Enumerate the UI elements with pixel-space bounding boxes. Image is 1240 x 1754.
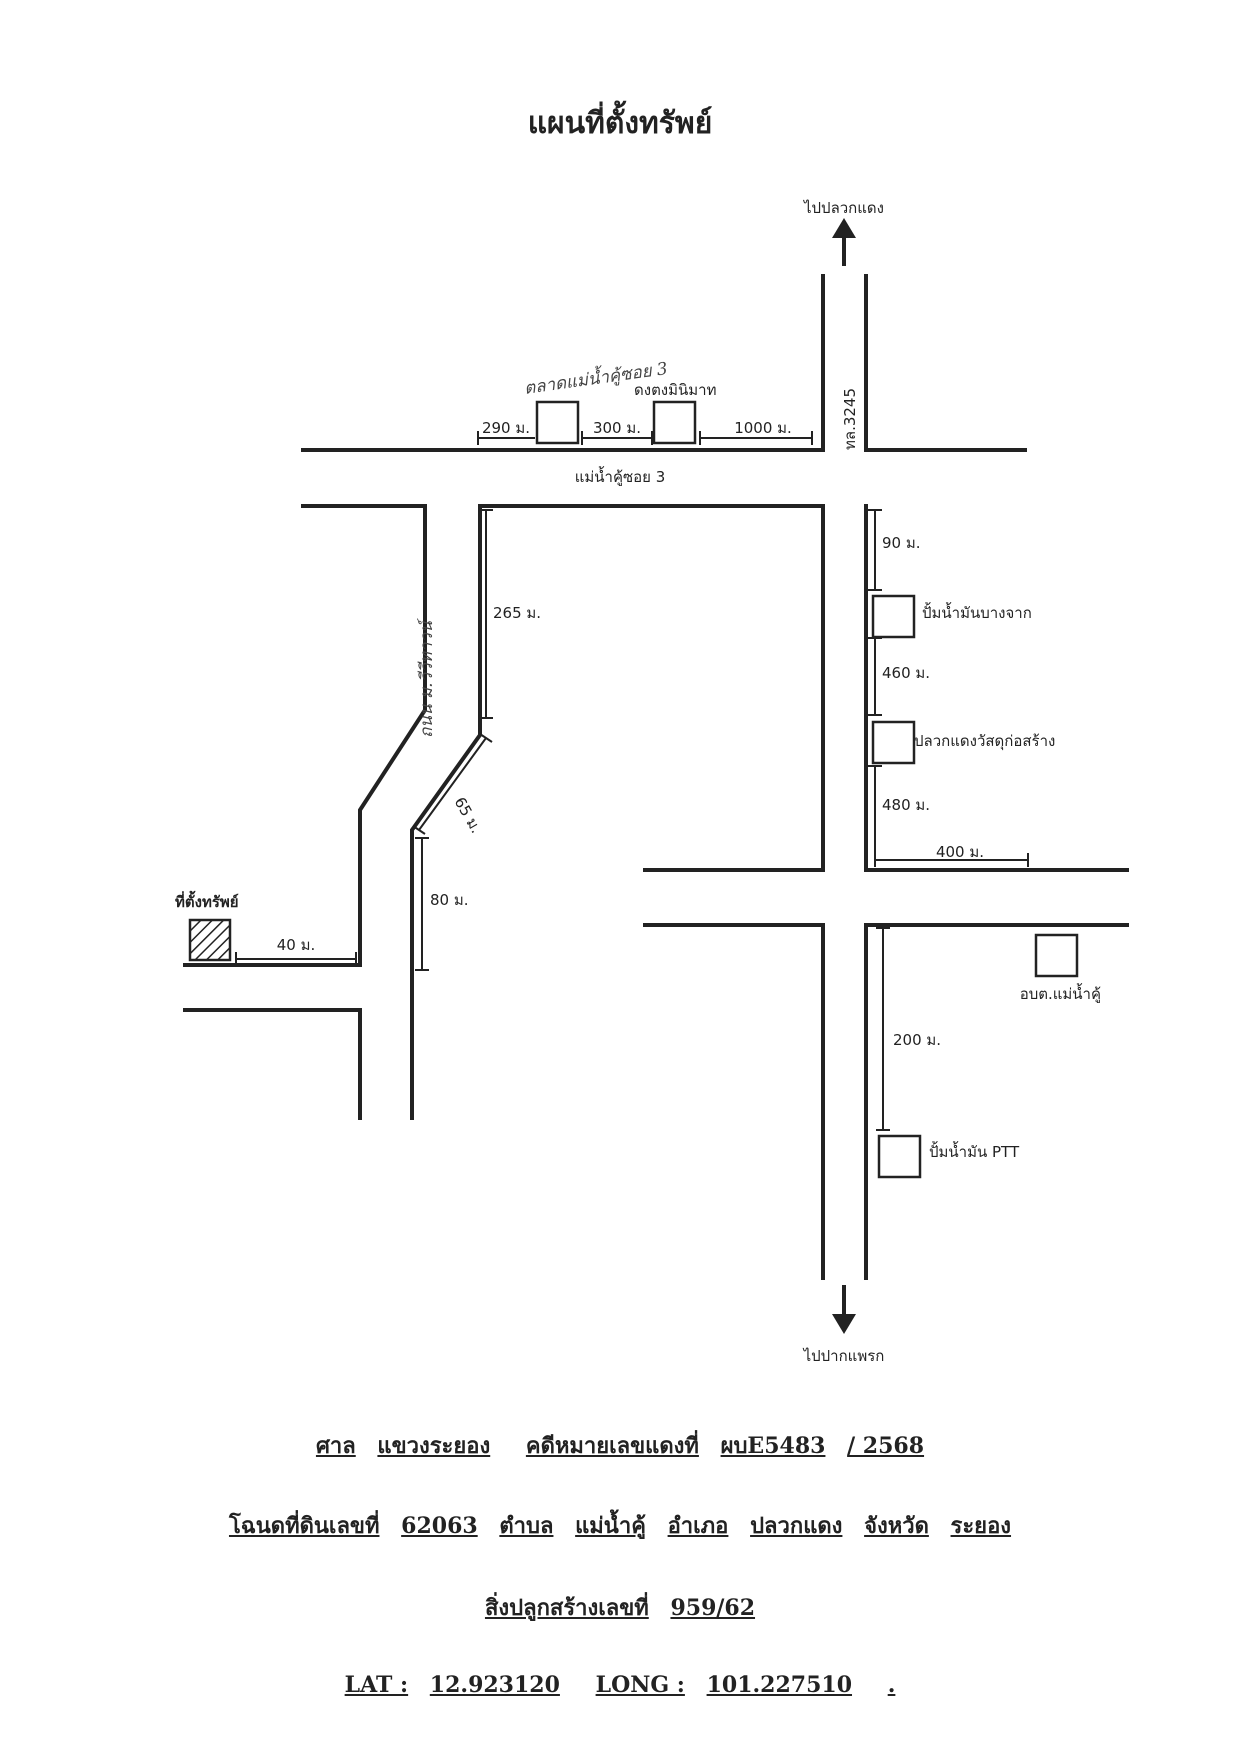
building-label: สิ่งปลูกสร้างเลขที่ bbox=[484, 1595, 649, 1621]
distance-480: 480 ม. bbox=[882, 796, 930, 814]
arrow-up-icon bbox=[832, 218, 856, 266]
subdistrict-value: แม่น้ำคู้ bbox=[575, 1513, 646, 1539]
distance-290: 290 ม. bbox=[482, 419, 530, 437]
case-number: ผบE5483 bbox=[720, 1433, 826, 1459]
court-label: ศาล bbox=[315, 1433, 356, 1459]
measure-top bbox=[477, 431, 813, 445]
building-number: 959/62 bbox=[670, 1595, 756, 1621]
case-label: คดีหมายเลขแดงที่ bbox=[525, 1433, 699, 1459]
gas-ptt-label: ปั้มน้ำมัน PTT bbox=[929, 1141, 1020, 1161]
minimart-marker bbox=[652, 400, 697, 445]
side-road-handwritten-label: ถนน ม.วีวีทาวน์ bbox=[417, 617, 437, 738]
distance-40: 40 ม. bbox=[277, 936, 316, 954]
distance-460: 460 ม. bbox=[882, 664, 930, 682]
distance-1000: 1000 ม. bbox=[734, 419, 792, 437]
coords-end: . bbox=[887, 1672, 896, 1698]
location-map: ไปปลวกแดง ไปปากแพรก แม่น้ำคู้ซอย 3 ทล.32… bbox=[175, 199, 1129, 1365]
measure-right bbox=[868, 509, 1029, 1131]
arrow-down-icon bbox=[832, 1285, 856, 1334]
distance-265: 265 ม. bbox=[493, 604, 541, 622]
property-marker bbox=[188, 918, 232, 962]
case-year: / 2568 bbox=[847, 1433, 925, 1459]
minimart-label: ดงตงมินิมาท bbox=[634, 381, 716, 399]
coordinates-line: LAT : 12.923120 LONG : 101.227510 . bbox=[0, 1672, 1240, 1698]
subdistrict-label: ตำบล bbox=[499, 1513, 554, 1539]
distance-80: 80 ม. bbox=[430, 891, 469, 909]
soi-road-label: แม่น้ำคู้ซอย 3 bbox=[575, 466, 666, 486]
gas-bangchak-label: ปั้มน้ำมันบางจาก bbox=[922, 602, 1032, 622]
deed-label: โฉนดที่ดินเลขที่ bbox=[228, 1513, 380, 1539]
distance-65: 65 ม. bbox=[451, 794, 486, 836]
sao-office-marker bbox=[1034, 933, 1079, 978]
case-line: ศาล แขวงระยอง คดีหมายเลขแดงที่ ผบE5483 /… bbox=[0, 1428, 1240, 1463]
lat-value: 12.923120 bbox=[429, 1672, 560, 1698]
distance-90: 90 ม. bbox=[882, 534, 921, 552]
building-supply-label: ปลวกแดงวัสดุก่อสร้าง bbox=[914, 732, 1055, 751]
direction-north-label: ไปปลวกแดง bbox=[803, 199, 884, 217]
direction-south-label: ไปปากแพรก bbox=[803, 1347, 885, 1365]
lat-label: LAT : bbox=[344, 1672, 409, 1698]
province-value: ระยอง bbox=[950, 1513, 1012, 1539]
distance-300: 300 ม. bbox=[593, 419, 641, 437]
district-value: ปลวกแดง bbox=[750, 1513, 843, 1539]
deed-number: 62063 bbox=[401, 1513, 478, 1539]
building-supply-marker bbox=[871, 720, 916, 765]
distance-400: 400 ม. bbox=[936, 843, 984, 861]
deed-line: โฉนดที่ดินเลขที่ 62063 ตำบล แม่น้ำคู้ อำ… bbox=[0, 1508, 1240, 1543]
gas-ptt-marker bbox=[877, 1134, 922, 1179]
district-label: อำเภอ bbox=[667, 1513, 729, 1539]
distance-200: 200 ม. bbox=[893, 1031, 941, 1049]
page-title: แผนที่ตั้งทรัพย์ bbox=[527, 106, 713, 141]
market-marker bbox=[535, 400, 580, 445]
road-lines bbox=[183, 274, 1129, 1280]
property-label: ที่ตั้งทรัพย์ bbox=[175, 890, 239, 911]
long-label: LONG : bbox=[595, 1672, 685, 1698]
gas-bangchak-marker bbox=[871, 594, 916, 639]
court-name: แขวงระยอง bbox=[377, 1433, 491, 1459]
long-value: 101.227510 bbox=[706, 1672, 853, 1698]
sao-office-label: อบต.แม่น้ำคู้ bbox=[1020, 983, 1101, 1003]
measure-middle bbox=[235, 509, 493, 971]
building-line: สิ่งปลูกสร้างเลขที่ 959/62 bbox=[0, 1590, 1240, 1625]
province-label: จังหวัด bbox=[864, 1513, 929, 1539]
main-road-label: ทล.3245 bbox=[841, 388, 859, 450]
